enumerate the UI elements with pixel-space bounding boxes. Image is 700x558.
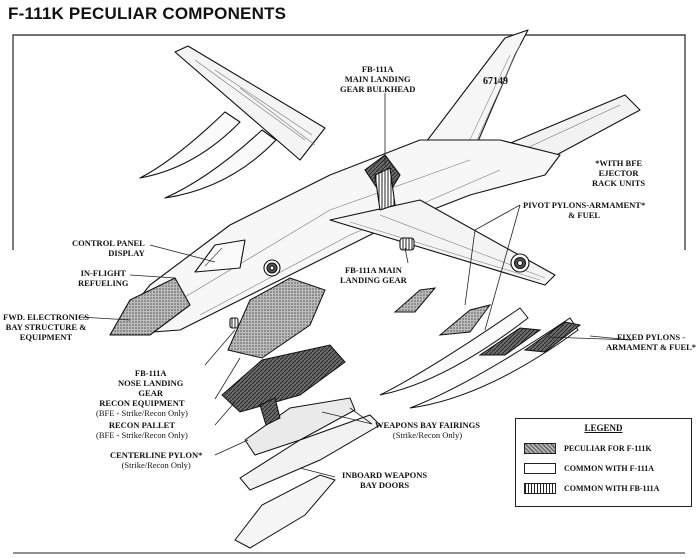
legend-row-common-fb111a: COMMON WITH FB-111A xyxy=(524,481,659,495)
legend-row-common-f111a: COMMON WITH F-111A xyxy=(524,461,654,475)
label-nose-landing-gear: FB-111A NOSE LANDING GEAR xyxy=(118,368,184,398)
legend: LEGEND PECULIAR FOR F-111K COMMON WITH F… xyxy=(515,418,692,507)
recon-equipment-graphic xyxy=(227,277,326,359)
weapons-bay-fairings-graphic xyxy=(244,397,356,456)
label-recon-pallet: RECON PALLET (BFE - Strike/Recon Only) xyxy=(96,420,188,440)
label-fwd-electronics: FWD. ELECTRONICS BAY STRUCTURE & EQUIPME… xyxy=(3,312,89,342)
leader-lines xyxy=(79,93,633,478)
legend-swatch-common-f111a xyxy=(524,462,556,474)
label-fixed-pylons: FIXED PYLONS - ARMAMENT & FUEL* xyxy=(606,332,697,352)
starboard-fuel-tank-1 xyxy=(379,307,529,396)
legend-title: LEGEND xyxy=(584,423,623,433)
label-main-gear-bulkhead: FB-111A MAIN LANDING GEAR BULKHEAD xyxy=(340,64,416,94)
label-control-panel: CONTROL PANEL DISPLAY xyxy=(72,238,145,258)
diagram-frame xyxy=(12,34,686,554)
port-fuel-tank-1 xyxy=(139,111,241,179)
nose-radome xyxy=(109,277,191,336)
label-inflight-refueling: IN-FLIGHT REFUELING xyxy=(78,268,129,288)
recon-pallet-graphic xyxy=(221,344,346,413)
label-main-landing-gear: FB-111A MAIN LANDING GEAR xyxy=(340,265,407,285)
label-inboard-weapons-bay-doors: INBOARD WEAPONS BAY DOORS xyxy=(342,470,428,490)
legend-swatch-peculiar xyxy=(524,442,556,454)
canopy xyxy=(194,239,246,273)
label-weapons-bay-fairings: WEAPONS BAY FAIRINGS (Strike/Recon Only) xyxy=(375,420,481,440)
label-bfe-note: *WITH BFE EJECTOR RACK UNITS xyxy=(592,158,646,188)
label-centerline-pylon: CENTERLINE PYLON* (Strike/Recon Only) xyxy=(110,450,203,470)
aircraft xyxy=(109,29,641,336)
page-title: F-111K PECULIAR COMPONENTS xyxy=(8,4,287,23)
aircraft-serial: 67149 xyxy=(483,76,508,87)
label-recon-equipment: RECON EQUIPMENT (BFE - Strike/Recon Only… xyxy=(96,398,188,418)
fuselage xyxy=(109,139,561,336)
port-wing xyxy=(174,45,326,161)
legend-swatch-common-fb111a xyxy=(524,482,556,494)
label-pivot-pylons: PIVOT PYLONS-ARMAMENT* & FUEL xyxy=(523,200,646,220)
inboard-weapons-bay-doors-graphic xyxy=(239,414,381,491)
main-landing-gear-graphic xyxy=(399,237,415,251)
port-fuel-tank-2 xyxy=(164,129,277,199)
exploded-components xyxy=(221,277,582,549)
legend-row-peculiar: PECULIAR FOR F-111K xyxy=(524,441,652,455)
